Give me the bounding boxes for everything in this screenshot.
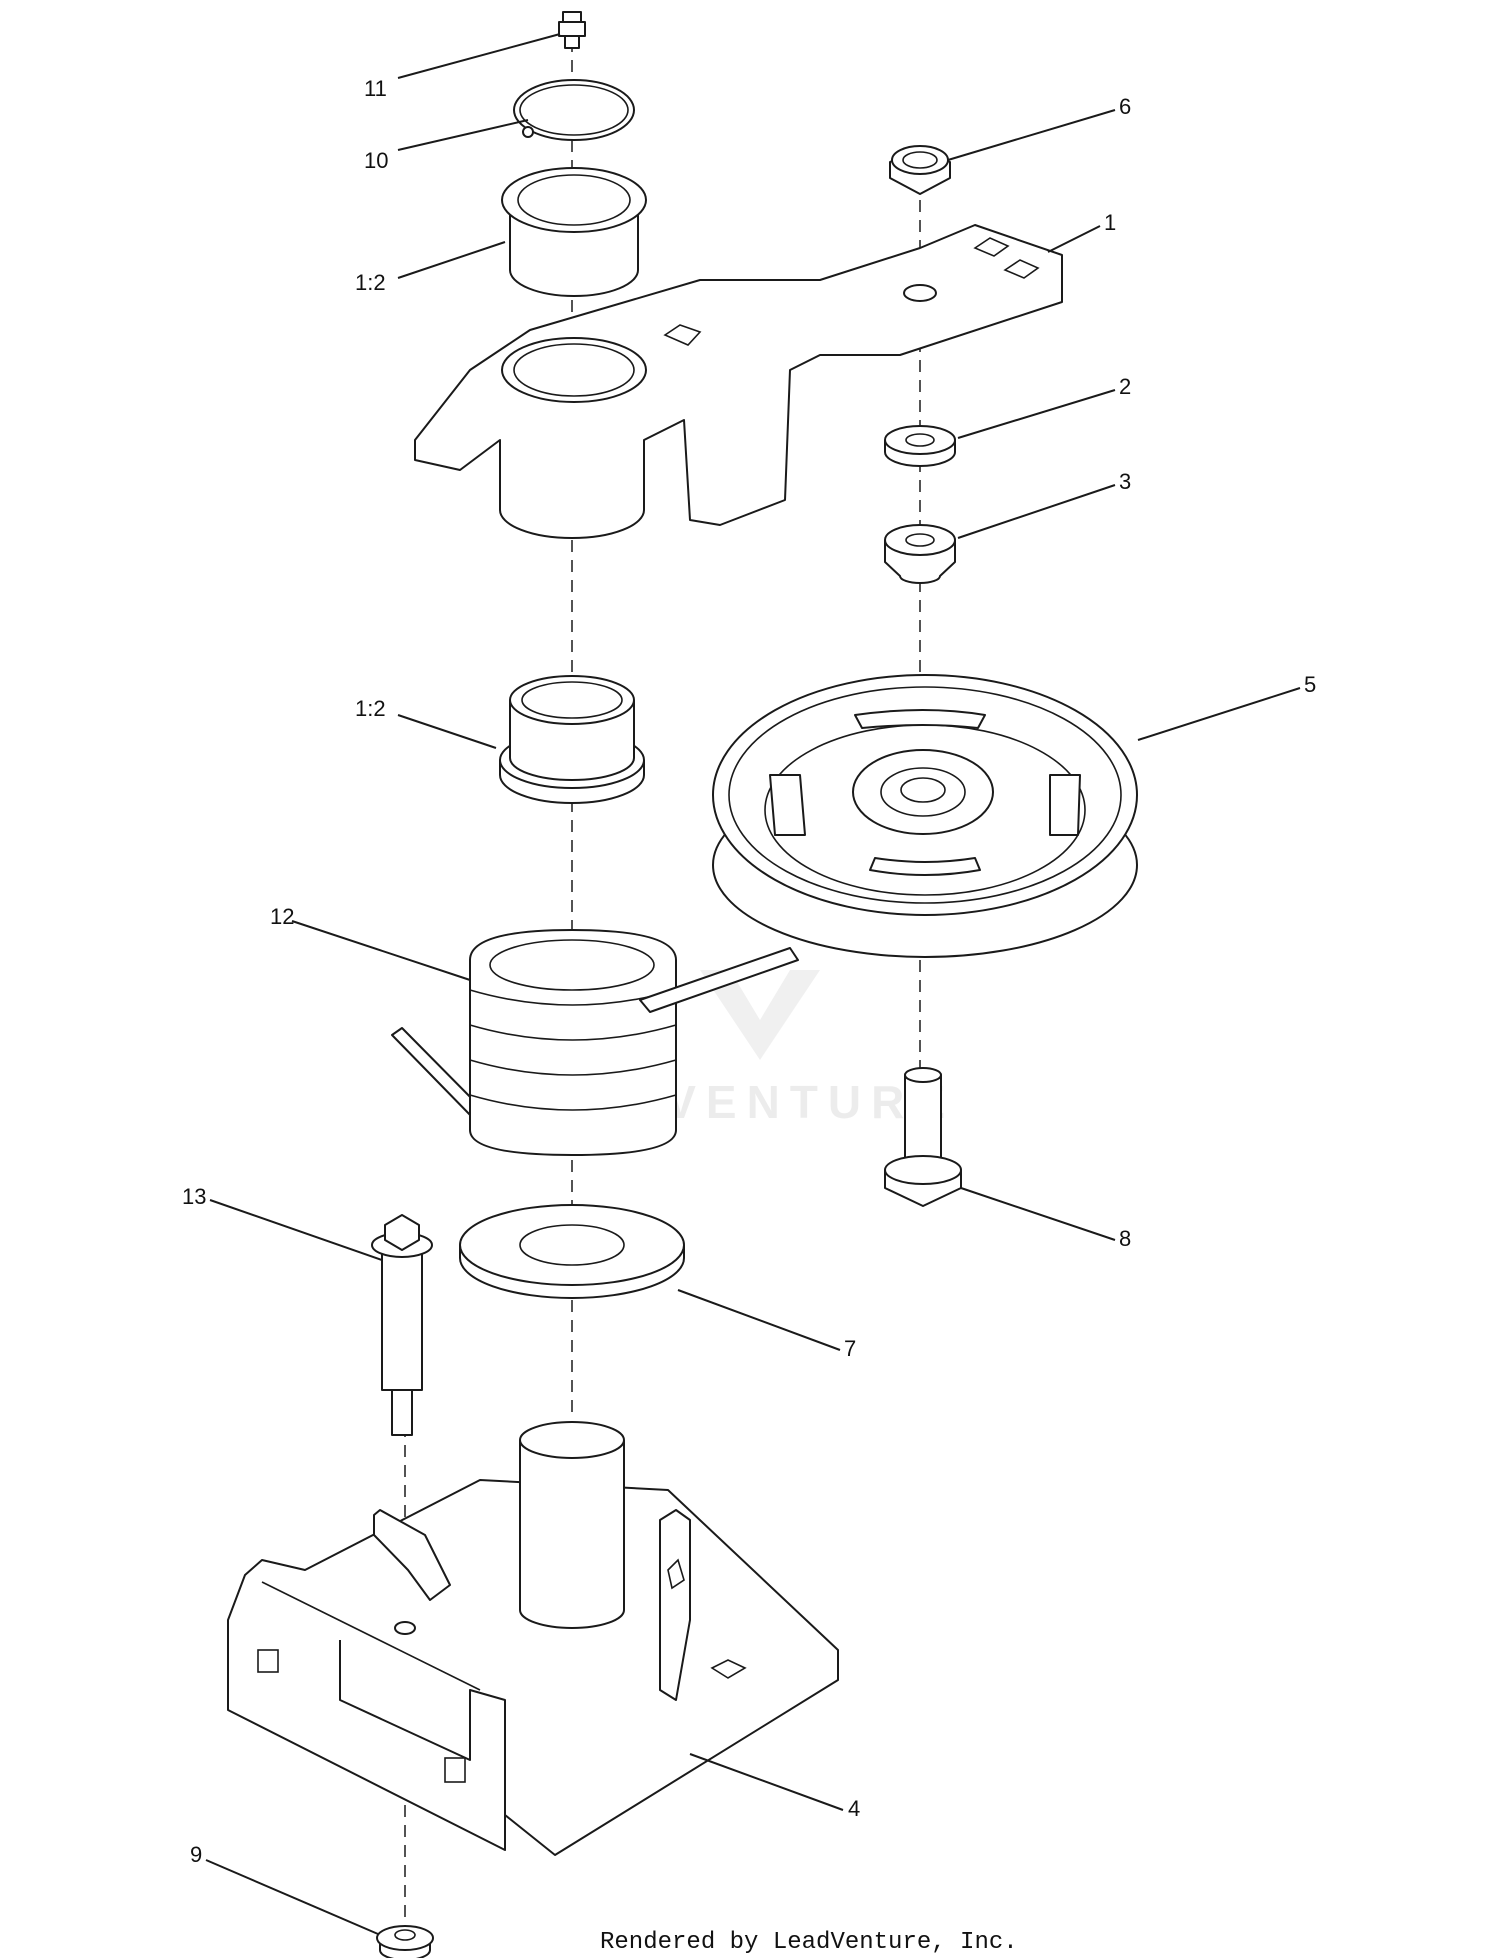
part-9-flange-nut[interactable] bbox=[376, 1925, 434, 1958]
callout-labels: 11 10 1:2 1 6 2 3 1:2 5 12 8 13 7 4 9 bbox=[182, 76, 1316, 1867]
part-8-shoulder-bolt[interactable] bbox=[884, 1067, 962, 1207]
callout-4: 4 bbox=[848, 1796, 860, 1821]
callout-13: 13 bbox=[182, 1184, 206, 1209]
part-3-spacer[interactable] bbox=[884, 524, 956, 584]
part-5-idler-pulley[interactable] bbox=[712, 674, 1138, 958]
callout-10: 10 bbox=[364, 148, 388, 173]
part-1-idler-arm[interactable] bbox=[414, 224, 1063, 539]
part-13-pin-bolt[interactable] bbox=[371, 1214, 433, 1436]
part-4-mounting-bracket[interactable] bbox=[227, 1421, 839, 1856]
callout-1: 1 bbox=[1104, 210, 1116, 235]
render-credit: Rendered by LeadVenture, Inc. bbox=[600, 1929, 1018, 1956]
callout-2: 2 bbox=[1119, 374, 1131, 399]
callout-8: 8 bbox=[1119, 1226, 1131, 1251]
part-2-washer[interactable] bbox=[884, 425, 956, 467]
part-11-grease-fitting[interactable] bbox=[558, 11, 586, 49]
callout-12: 12 bbox=[270, 904, 294, 929]
callout-5: 5 bbox=[1304, 672, 1316, 697]
part-10-snap-ring[interactable] bbox=[513, 79, 635, 141]
callout-1-2-upper: 1:2 bbox=[355, 270, 386, 295]
callout-11: 11 bbox=[364, 76, 387, 101]
leader-lines bbox=[205, 33, 1301, 1935]
part-1-2-upper-bushing[interactable] bbox=[501, 167, 647, 297]
callout-7: 7 bbox=[844, 1336, 856, 1361]
part-6-lock-nut[interactable] bbox=[889, 145, 951, 195]
callout-1-2-lower: 1:2 bbox=[355, 696, 386, 721]
callout-9: 9 bbox=[190, 1842, 202, 1867]
callout-3: 3 bbox=[1119, 469, 1131, 494]
part-7-large-washer[interactable] bbox=[459, 1204, 685, 1299]
part-12-torsion-spring[interactable] bbox=[391, 929, 799, 1156]
part-1-2-lower-bushing[interactable] bbox=[499, 675, 645, 804]
callout-6: 6 bbox=[1119, 94, 1131, 119]
